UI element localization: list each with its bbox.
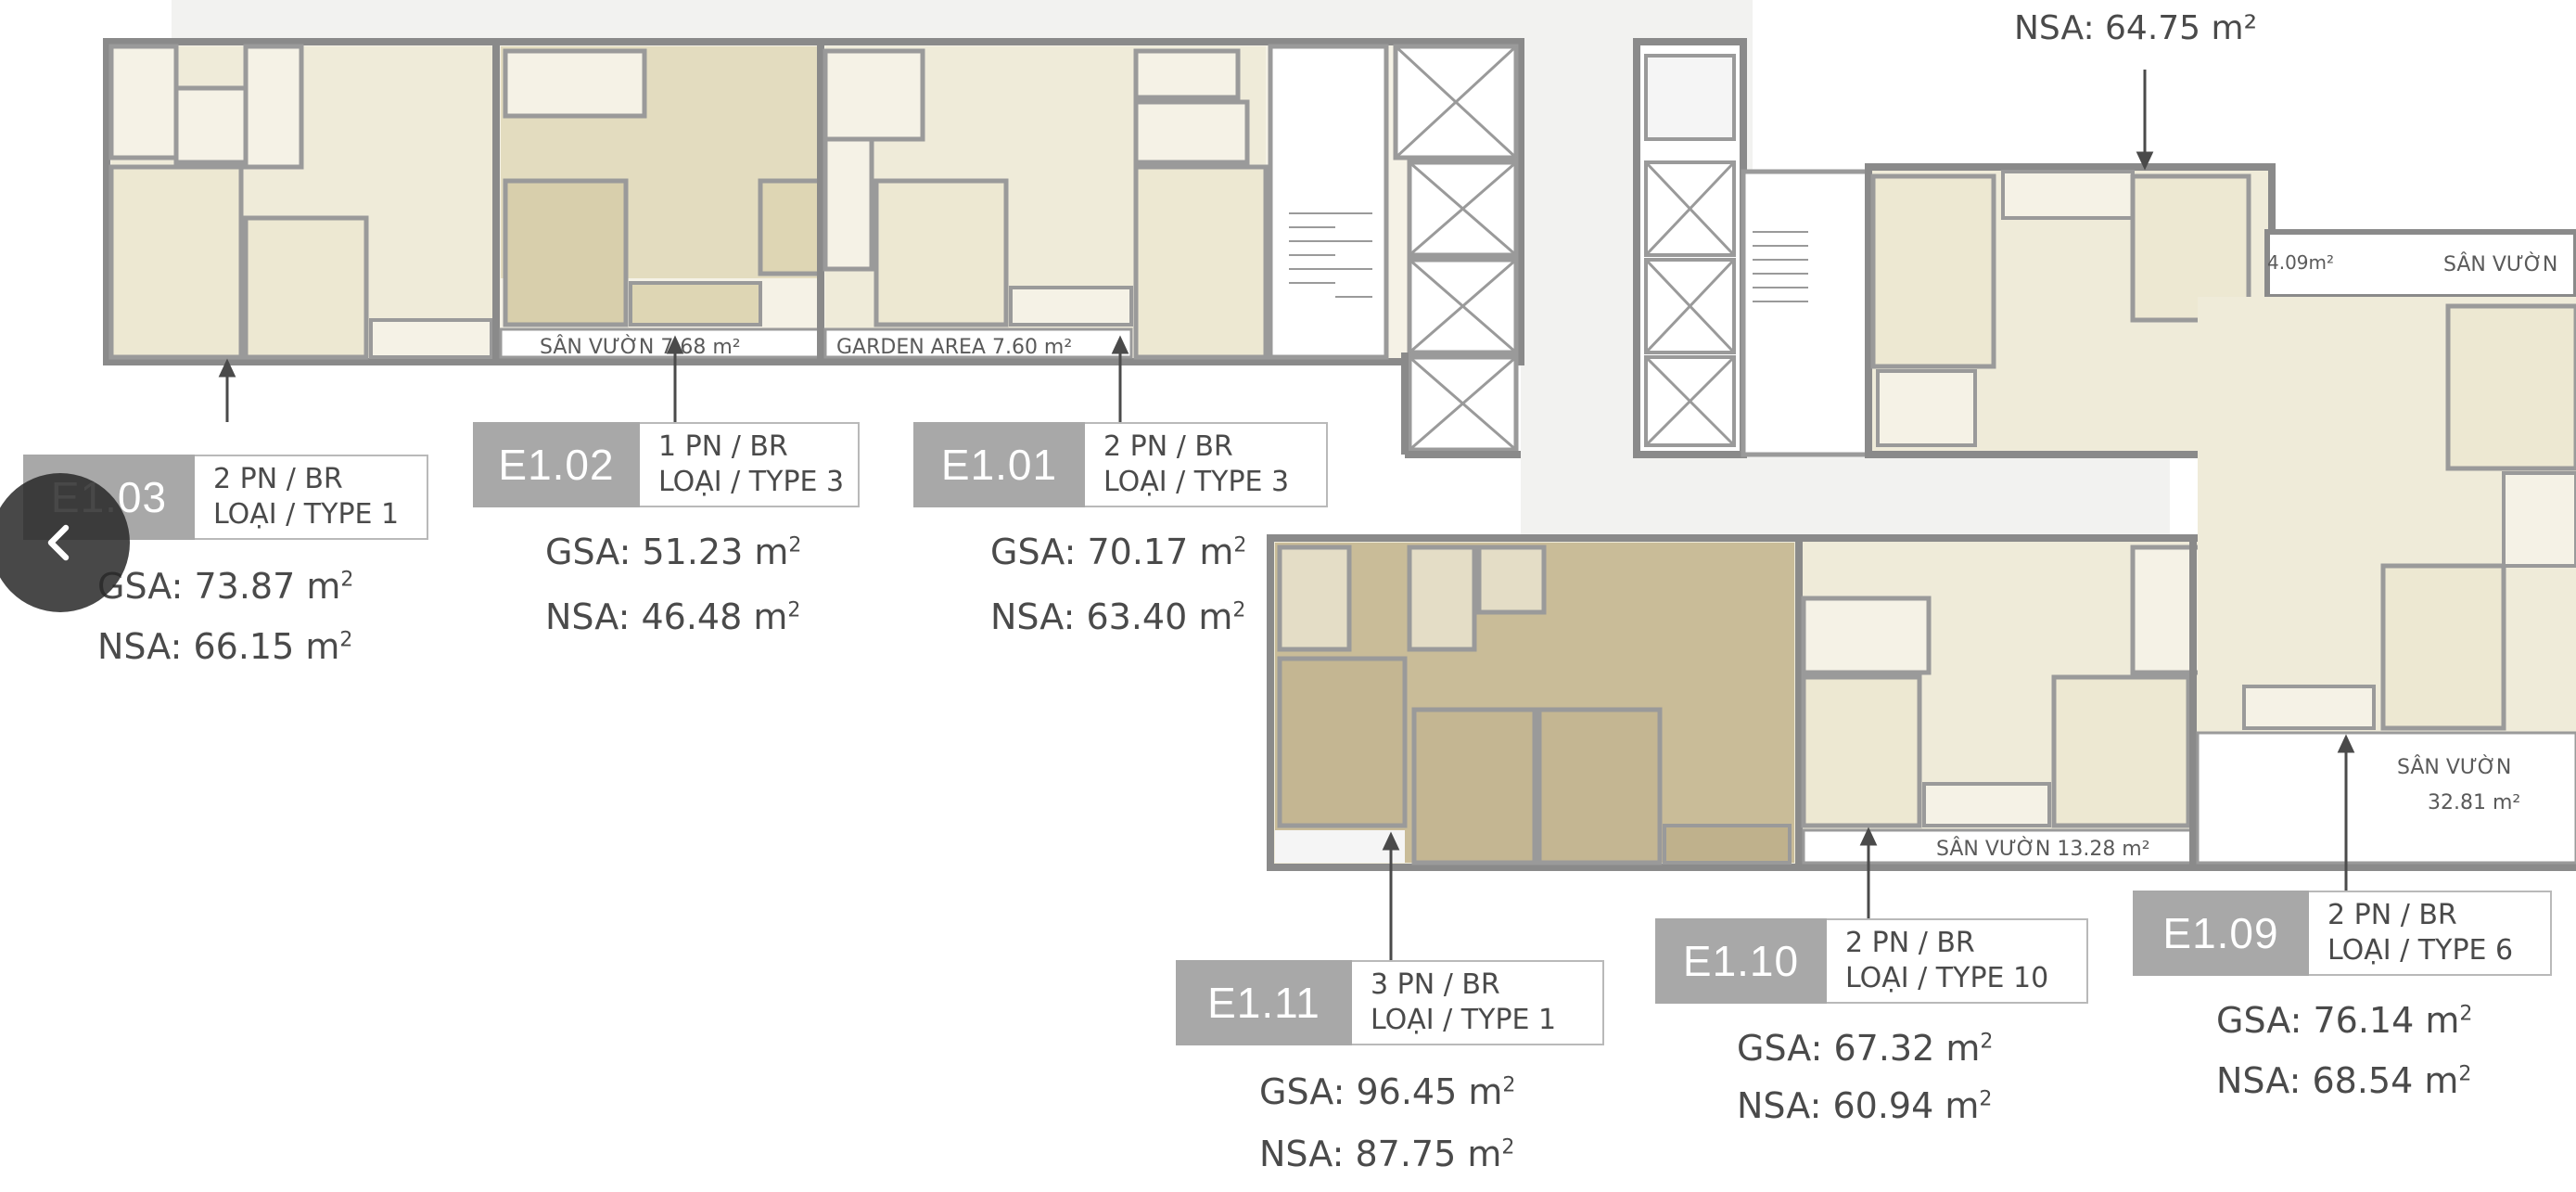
unit-bedrooms: 2 PN / BR	[1103, 430, 1233, 463]
top-nsa-text: NSA: 64.75 m²	[2014, 9, 2257, 47]
unit-type-box: 2 PN / BR LOẠI / TYPE 1	[195, 455, 428, 540]
unit-type: LOẠI / TYPE 6	[2327, 934, 2514, 967]
unit-gsa: GSA: 96.45 m2	[1259, 1071, 1516, 1112]
unit-bedrooms: 2 PN / BR	[213, 463, 343, 495]
unit-nsa: NSA: 68.54 m2	[2216, 1060, 2472, 1101]
garden-label-e110: SÂN VƯỜN 13.28 m²	[1936, 837, 2150, 861]
unit-type: LOẠI / TYPE 1	[213, 498, 400, 531]
garden-label-top-right-area: 4.09m²	[2267, 251, 2334, 274]
unit-gsa: GSA: 51.23 m2	[545, 532, 802, 572]
unit-gsa: GSA: 70.17 m2	[990, 532, 1247, 572]
unit-bedrooms: 3 PN / BR	[1371, 968, 1500, 1001]
right-top-wing	[1633, 38, 2576, 458]
unit-type: LOẠI / TYPE 10	[1845, 962, 2049, 994]
corridor	[1521, 455, 2170, 547]
unit-code: E1.02	[473, 422, 640, 507]
leader-lines	[218, 70, 2355, 963]
unit-e102-plan	[499, 46, 823, 359]
unit-e111-plan	[1275, 543, 1794, 865]
stair-core-left	[1268, 44, 1519, 360]
unit-nsa: NSA: 66.15 m2	[97, 626, 353, 667]
unit-code: E1.01	[913, 422, 1085, 507]
unit-e109-plan	[2196, 297, 2576, 865]
garden-label-top-right-name: SÂN VƯỜN	[2443, 252, 2557, 276]
garden-label-e101: GARDEN AREA 7.60 m²	[836, 336, 1072, 359]
unit-bedrooms: 1 PN / BR	[658, 430, 788, 463]
chevron-left-icon	[47, 524, 70, 561]
unit-nsa: NSA: 60.94 m2	[1737, 1085, 1993, 1126]
unit-label-e110[interactable]: E1.10 2 PN / BR LOẠI / TYPE 10	[1655, 918, 2088, 1004]
unit-type-box: 2 PN / BR LOẠI / TYPE 3	[1085, 422, 1328, 507]
unit-type: LOẠI / TYPE 3	[658, 466, 845, 498]
unit-bedrooms: 2 PN / BR	[1845, 927, 1975, 959]
unit-e103-plan	[108, 44, 496, 360]
garden-label-e102: SÂN VƯỜN 7.68 m²	[540, 335, 741, 359]
unit-code: E1.10	[1655, 918, 1827, 1004]
garden-label-e109-name: SÂN VƯỜN	[2397, 755, 2511, 779]
unit-label-e109[interactable]: E1.09 2 PN / BR LOẠI / TYPE 6	[2133, 891, 2552, 976]
unit-nsa: NSA: 63.40 m2	[990, 596, 1246, 637]
unit-label-e101[interactable]: E1.01 2 PN / BR LOẠI / TYPE 3	[913, 422, 1328, 507]
unit-type-box: 1 PN / BR LOẠI / TYPE 3	[640, 422, 860, 507]
unit-bedrooms: 2 PN / BR	[2327, 899, 2457, 931]
unit-label-e111[interactable]: E1.11 3 PN / BR LOẠI / TYPE 1	[1176, 960, 1604, 1045]
unit-code: E1.11	[1176, 960, 1352, 1045]
previous-button[interactable]	[0, 473, 130, 612]
unit-gsa: GSA: 67.32 m2	[1737, 1028, 1994, 1069]
unit-gsa: GSA: 76.14 m2	[2216, 1000, 2473, 1041]
unit-type: LOẠI / TYPE 3	[1103, 466, 1290, 498]
unit-nsa: NSA: 46.48 m2	[545, 596, 801, 637]
unit-e101-plan	[823, 46, 1269, 360]
unit-type-box: 2 PN / BR LOẠI / TYPE 10	[1827, 918, 2088, 1004]
unit-type-box: 3 PN / BR LOẠI / TYPE 1	[1352, 960, 1604, 1045]
unit-nsa: NSA: 87.75 m2	[1259, 1134, 1515, 1174]
unit-code: E1.09	[2133, 891, 2309, 976]
left-wing	[103, 38, 1524, 458]
unit-gsa: GSA: 73.87 m2	[97, 566, 354, 607]
elevator-shafts	[1401, 160, 1521, 458]
unit-type-box: 2 PN / BR LOẠI / TYPE 6	[2309, 891, 2552, 976]
unit-type: LOẠI / TYPE 1	[1371, 1004, 1557, 1036]
garden-label-e109-area: 32.81 m²	[2428, 791, 2520, 814]
unit-label-e102[interactable]: E1.02 1 PN / BR LOẠI / TYPE 3	[473, 422, 860, 507]
